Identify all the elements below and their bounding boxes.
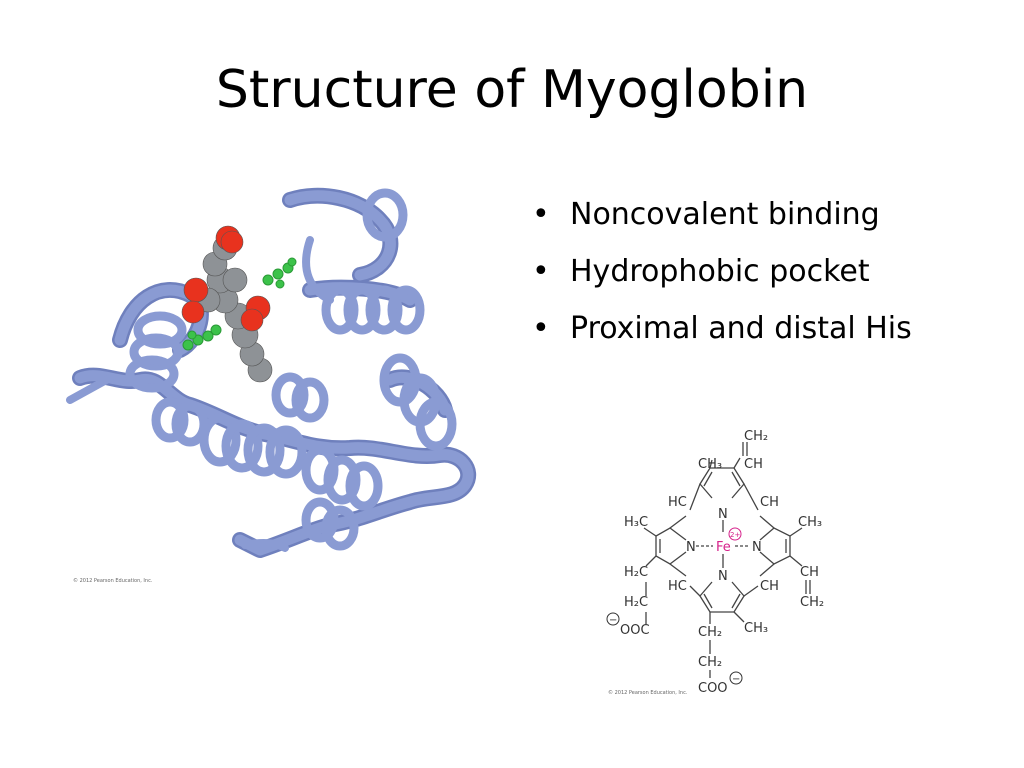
heme-figure-credit: © 2012 Pearson Education, Inc.: [608, 690, 688, 696]
label-bottom-carboxylate: COO: [698, 681, 728, 696]
bullet-item: • Proximal and distal His: [532, 300, 912, 357]
iron-charge-badge: [728, 527, 742, 541]
iron-charge: 2+: [730, 531, 740, 539]
label-right-vinyl-ch: CH: [800, 565, 819, 580]
bullet-marker: •: [532, 311, 550, 346]
label-ch-bottom-right: CH: [760, 579, 779, 594]
protein-ribbon: [66, 187, 477, 558]
iron-label: Fe: [716, 540, 731, 555]
negative-charge-bottom: −: [732, 674, 740, 685]
label-hc-top-left: HC: [668, 495, 687, 510]
heme-structure-diagram: CH₂ CH CH₃ HC CH H₃C CH₃ N N N N Fe 2+ H…: [606, 429, 824, 696]
label-n-bottom: N: [718, 569, 728, 584]
histidine-residues: [182, 257, 297, 351]
label-hc-bottom-left: HC: [668, 579, 687, 594]
label-right-vinyl-ch2: CH₂: [800, 595, 824, 610]
helix-coils: [125, 188, 457, 551]
negative-charge-left-badge: [606, 612, 620, 626]
bullet-marker: •: [532, 197, 550, 232]
label-right-methyl: CH₃: [798, 515, 822, 530]
label-left-chain-ch2-b: H₂C: [624, 595, 648, 610]
label-n-left: N: [686, 540, 696, 555]
bullet-text: Noncovalent binding: [570, 197, 880, 232]
label-left-chain-ch2-a: H₂C: [624, 565, 648, 580]
label-top-vinyl-ch: CH: [744, 457, 763, 472]
label-n-right: N: [752, 540, 762, 555]
heme-spacefill: [181, 225, 273, 383]
label-top-methyl: CH₃: [698, 457, 722, 472]
label-left-methyl: H₃C: [624, 515, 648, 530]
label-left-carboxylate: OOC: [620, 623, 650, 638]
negative-charge-left: −: [609, 615, 617, 626]
label-bottom-chain-ch2-a: CH₂: [698, 625, 722, 640]
bullet-item: • Hydrophobic pocket: [532, 243, 912, 300]
slide-title: Structure of Myoglobin: [215, 60, 809, 120]
label-bottom-methyl: CH₃: [744, 621, 768, 636]
label-bottom-chain-ch2-b: CH₂: [698, 655, 722, 670]
bullet-text: Proximal and distal His: [570, 311, 912, 346]
heme-bonds: [643, 442, 811, 678]
bullet-item: • Noncovalent binding: [532, 186, 912, 243]
myoglobin-ribbon-illustration: [66, 187, 477, 558]
bullet-list: • Noncovalent binding • Hydrophobic pocket…: [532, 186, 912, 357]
label-ch-top-right: CH: [760, 495, 779, 510]
protein-figure-credit: © 2012 Pearson Education, Inc.: [73, 578, 153, 584]
label-top-vinyl-ch2: CH₂: [744, 429, 768, 444]
label-n-top: N: [718, 507, 728, 522]
bullet-marker: •: [532, 254, 550, 289]
bullet-text: Hydrophobic pocket: [570, 254, 870, 289]
negative-charge-bottom-badge: [729, 671, 743, 685]
ribbon-strand: [66, 236, 334, 552]
